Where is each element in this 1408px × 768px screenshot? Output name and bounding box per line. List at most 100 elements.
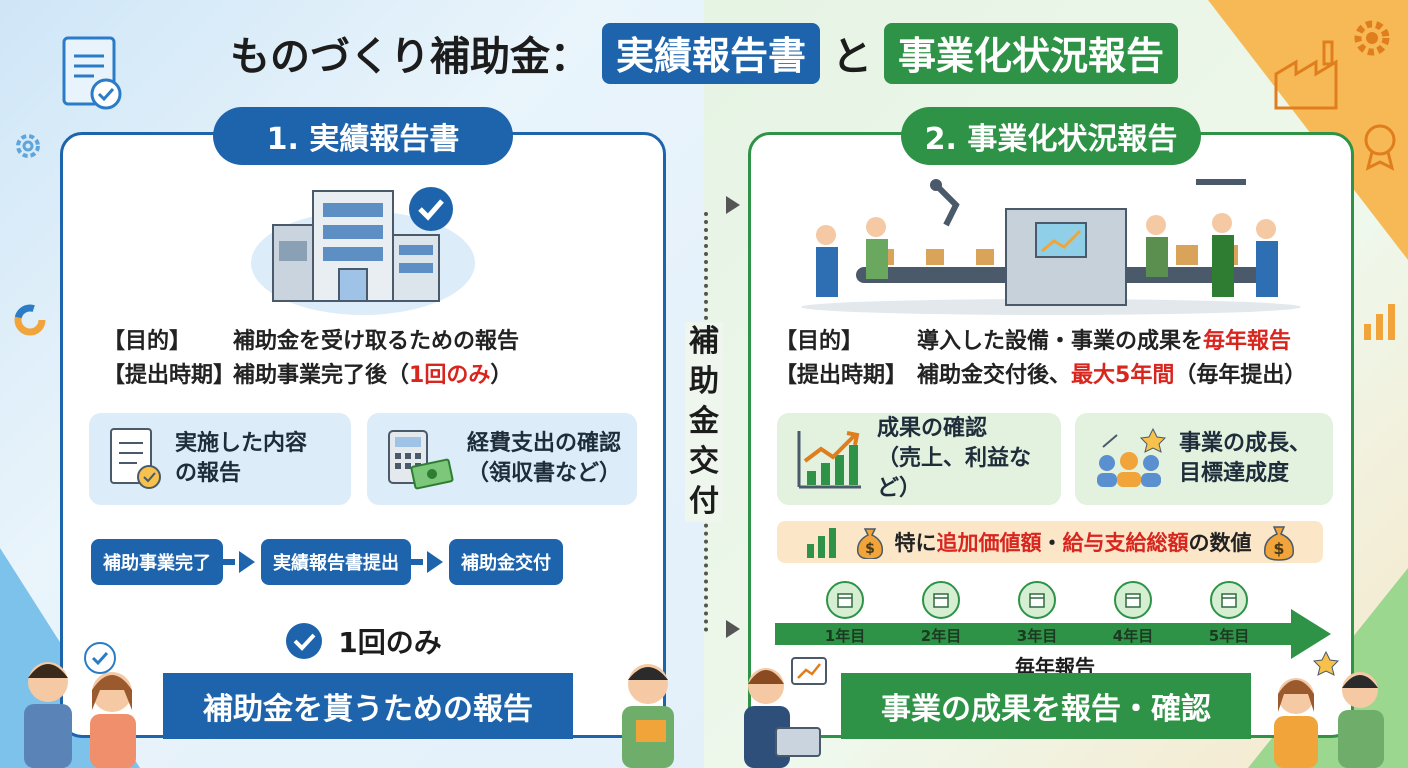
results-report-panel: 1. 実績報告書 【目的】補助金を受け取るための報告 【提出時期】補助事業完了後… — [60, 107, 666, 739]
card2-line1: 経費支出の確認 — [467, 431, 622, 456]
title-connector: と — [832, 34, 872, 80]
purpose-label: 【目的】 — [103, 329, 192, 354]
timing-end: ） — [490, 363, 513, 388]
timing-label: 【提出時期】 — [775, 363, 908, 388]
emph-suffix: の数値 — [1188, 531, 1252, 555]
card1-line2: （売上、利益など） — [877, 446, 1032, 501]
people-illustration-right — [1274, 650, 1384, 768]
emph-value-added: 追加価値額 — [936, 531, 1042, 555]
calendar-icon — [922, 581, 960, 619]
card-implementation-report: 実施した内容の報告 — [89, 413, 351, 505]
card-business-growth: 事業の成長、目標達成度 — [1075, 413, 1333, 505]
commercialization-banner: 事業の成果を報告・確認 — [841, 673, 1251, 739]
commercialization-info-block: 【目的】 導入した設備・事業の成果を毎年報告 【提出時期】補助金交付後、最大5年間… — [775, 325, 1306, 393]
year-label: 5年目 — [1208, 627, 1250, 645]
flow-connector — [411, 559, 423, 565]
factory-icon — [1274, 40, 1338, 110]
timeline-year-1: 1年目 — [805, 581, 885, 645]
flow-step-completion: 補助事業完了 — [91, 539, 223, 585]
timing-text: 補助金交付後、 — [917, 363, 1072, 388]
calculator-money-icon — [388, 430, 454, 490]
card2-line1: 事業の成長、 — [1179, 431, 1312, 456]
production-line-illustration — [751, 175, 1351, 315]
purpose-text: 導入した設備・事業の成果を — [917, 329, 1204, 354]
process-flow: 補助事業完了 実績報告書提出 補助金交付 — [91, 539, 563, 585]
center-char: 付 — [689, 484, 719, 519]
flow-step-submit: 実績報告書提出 — [261, 539, 411, 585]
svg-text:$: $ — [865, 541, 875, 557]
award-icon — [1364, 124, 1396, 171]
calendar-icon — [826, 581, 864, 619]
team-growth-icon — [1097, 427, 1167, 487]
year-label: 4年目 — [1112, 627, 1154, 645]
page-title: ものづくり補助金： 実績報告書 と 事業化状況報告 — [0, 22, 1408, 84]
timeline-year-5: 5年目 — [1189, 581, 1269, 645]
gear-icon — [16, 134, 40, 158]
factory-building-icon — [251, 187, 475, 315]
title-pill-results-report: 実績報告書 — [601, 22, 820, 84]
card2-line2: 目標達成度 — [1179, 461, 1290, 486]
timing-highlight: 最大5年間 — [1071, 363, 1175, 388]
bar-chart-icon — [1364, 304, 1395, 340]
timeline-arrowhead — [1291, 609, 1331, 659]
once-text: 1回のみ — [338, 626, 442, 659]
timing-end: （毎年提出） — [1174, 363, 1307, 388]
document-check-icon — [62, 36, 122, 110]
title-prefix: ものづくり補助金： — [229, 34, 590, 80]
person-with-folder-illustration — [622, 664, 674, 768]
timing-highlight: 1回のみ — [409, 363, 491, 388]
timeline-year-3: 3年目 — [997, 581, 1077, 645]
growth-chart-icon — [797, 431, 861, 489]
calendar-icon — [1018, 581, 1056, 619]
timeline-year-2: 2年目 — [901, 581, 981, 645]
calendar-icon — [1114, 581, 1152, 619]
emphasis-bar: $ 特に追加価値額・給与支給総額の数値 $ — [777, 521, 1323, 563]
purpose-highlight: 毎年報告 — [1203, 329, 1292, 354]
results-report-heading: 1. 実績報告書 — [213, 107, 513, 165]
timeline-bar — [775, 623, 1295, 645]
flow-connector — [223, 559, 235, 565]
people-illustration-left — [24, 642, 136, 768]
commercialization-report-panel: 2. 事業化状況報告 【目的】 導入した設備・事業の成果を毎年報告 【提出時期】補… — [748, 107, 1354, 739]
year-label: 2年目 — [920, 627, 962, 645]
center-vertical-label: 補 助 金 交 付 — [685, 322, 723, 522]
flow-step-grant: 補助金交付 — [449, 539, 563, 585]
timing-label: 【提出時期】 — [103, 363, 236, 388]
center-char: 交 — [689, 444, 719, 479]
results-banner: 補助金を貰うための報告 — [163, 673, 573, 739]
results-info-block: 【目的】補助金を受け取るための報告 【提出時期】補助事業完了後（1回のみ） — [103, 325, 519, 393]
year-label: 3年目 — [1016, 627, 1058, 645]
timeline-year-4: 4年目 — [1093, 581, 1173, 645]
person-with-laptop-illustration — [744, 657, 827, 768]
purpose-text: 補助金を受け取るための報告 — [233, 329, 520, 354]
center-char: 助 — [689, 364, 719, 399]
bar-chart-icon — [806, 528, 836, 558]
card-expense-check: 経費支出の確認 （領収書など） — [367, 413, 637, 505]
arrow-right-icon — [427, 551, 443, 573]
money-bag-icon: $ — [1263, 526, 1294, 561]
year-label: 1年目 — [824, 627, 866, 645]
center-char: 金 — [689, 404, 719, 439]
calendar-icon — [1210, 581, 1248, 619]
document-icon — [110, 428, 161, 489]
arrow-right-icon — [726, 620, 740, 638]
card1-line1: 実施した内容 — [175, 431, 308, 456]
card1-line1: 成果の確認 — [877, 416, 988, 441]
commercialization-report-heading: 2. 事業化状況報告 — [901, 107, 1201, 165]
center-char: 補 — [689, 324, 719, 359]
money-bag-icon: $ — [856, 528, 883, 559]
gear-orange-icon — [1354, 20, 1390, 56]
check-circle-icon — [286, 623, 323, 659]
card2-line2: （領収書など） — [467, 461, 622, 486]
once-badge: 1回のみ — [63, 621, 663, 661]
purpose-label: 【目的】 — [775, 329, 864, 354]
production-line-icon — [801, 179, 1301, 315]
svg-text:$: $ — [1273, 539, 1284, 558]
card-results-check: 成果の確認 （売上、利益など） — [777, 413, 1061, 505]
emph-total-salary: 給与支給総額 — [1062, 531, 1189, 555]
factory-illustration — [63, 185, 663, 315]
emph-separator: ・ — [1041, 531, 1063, 555]
donut-icon — [14, 304, 46, 336]
arrow-right-icon — [239, 551, 255, 573]
title-pill-commercialization-report: 事業化状況報告 — [884, 22, 1179, 84]
